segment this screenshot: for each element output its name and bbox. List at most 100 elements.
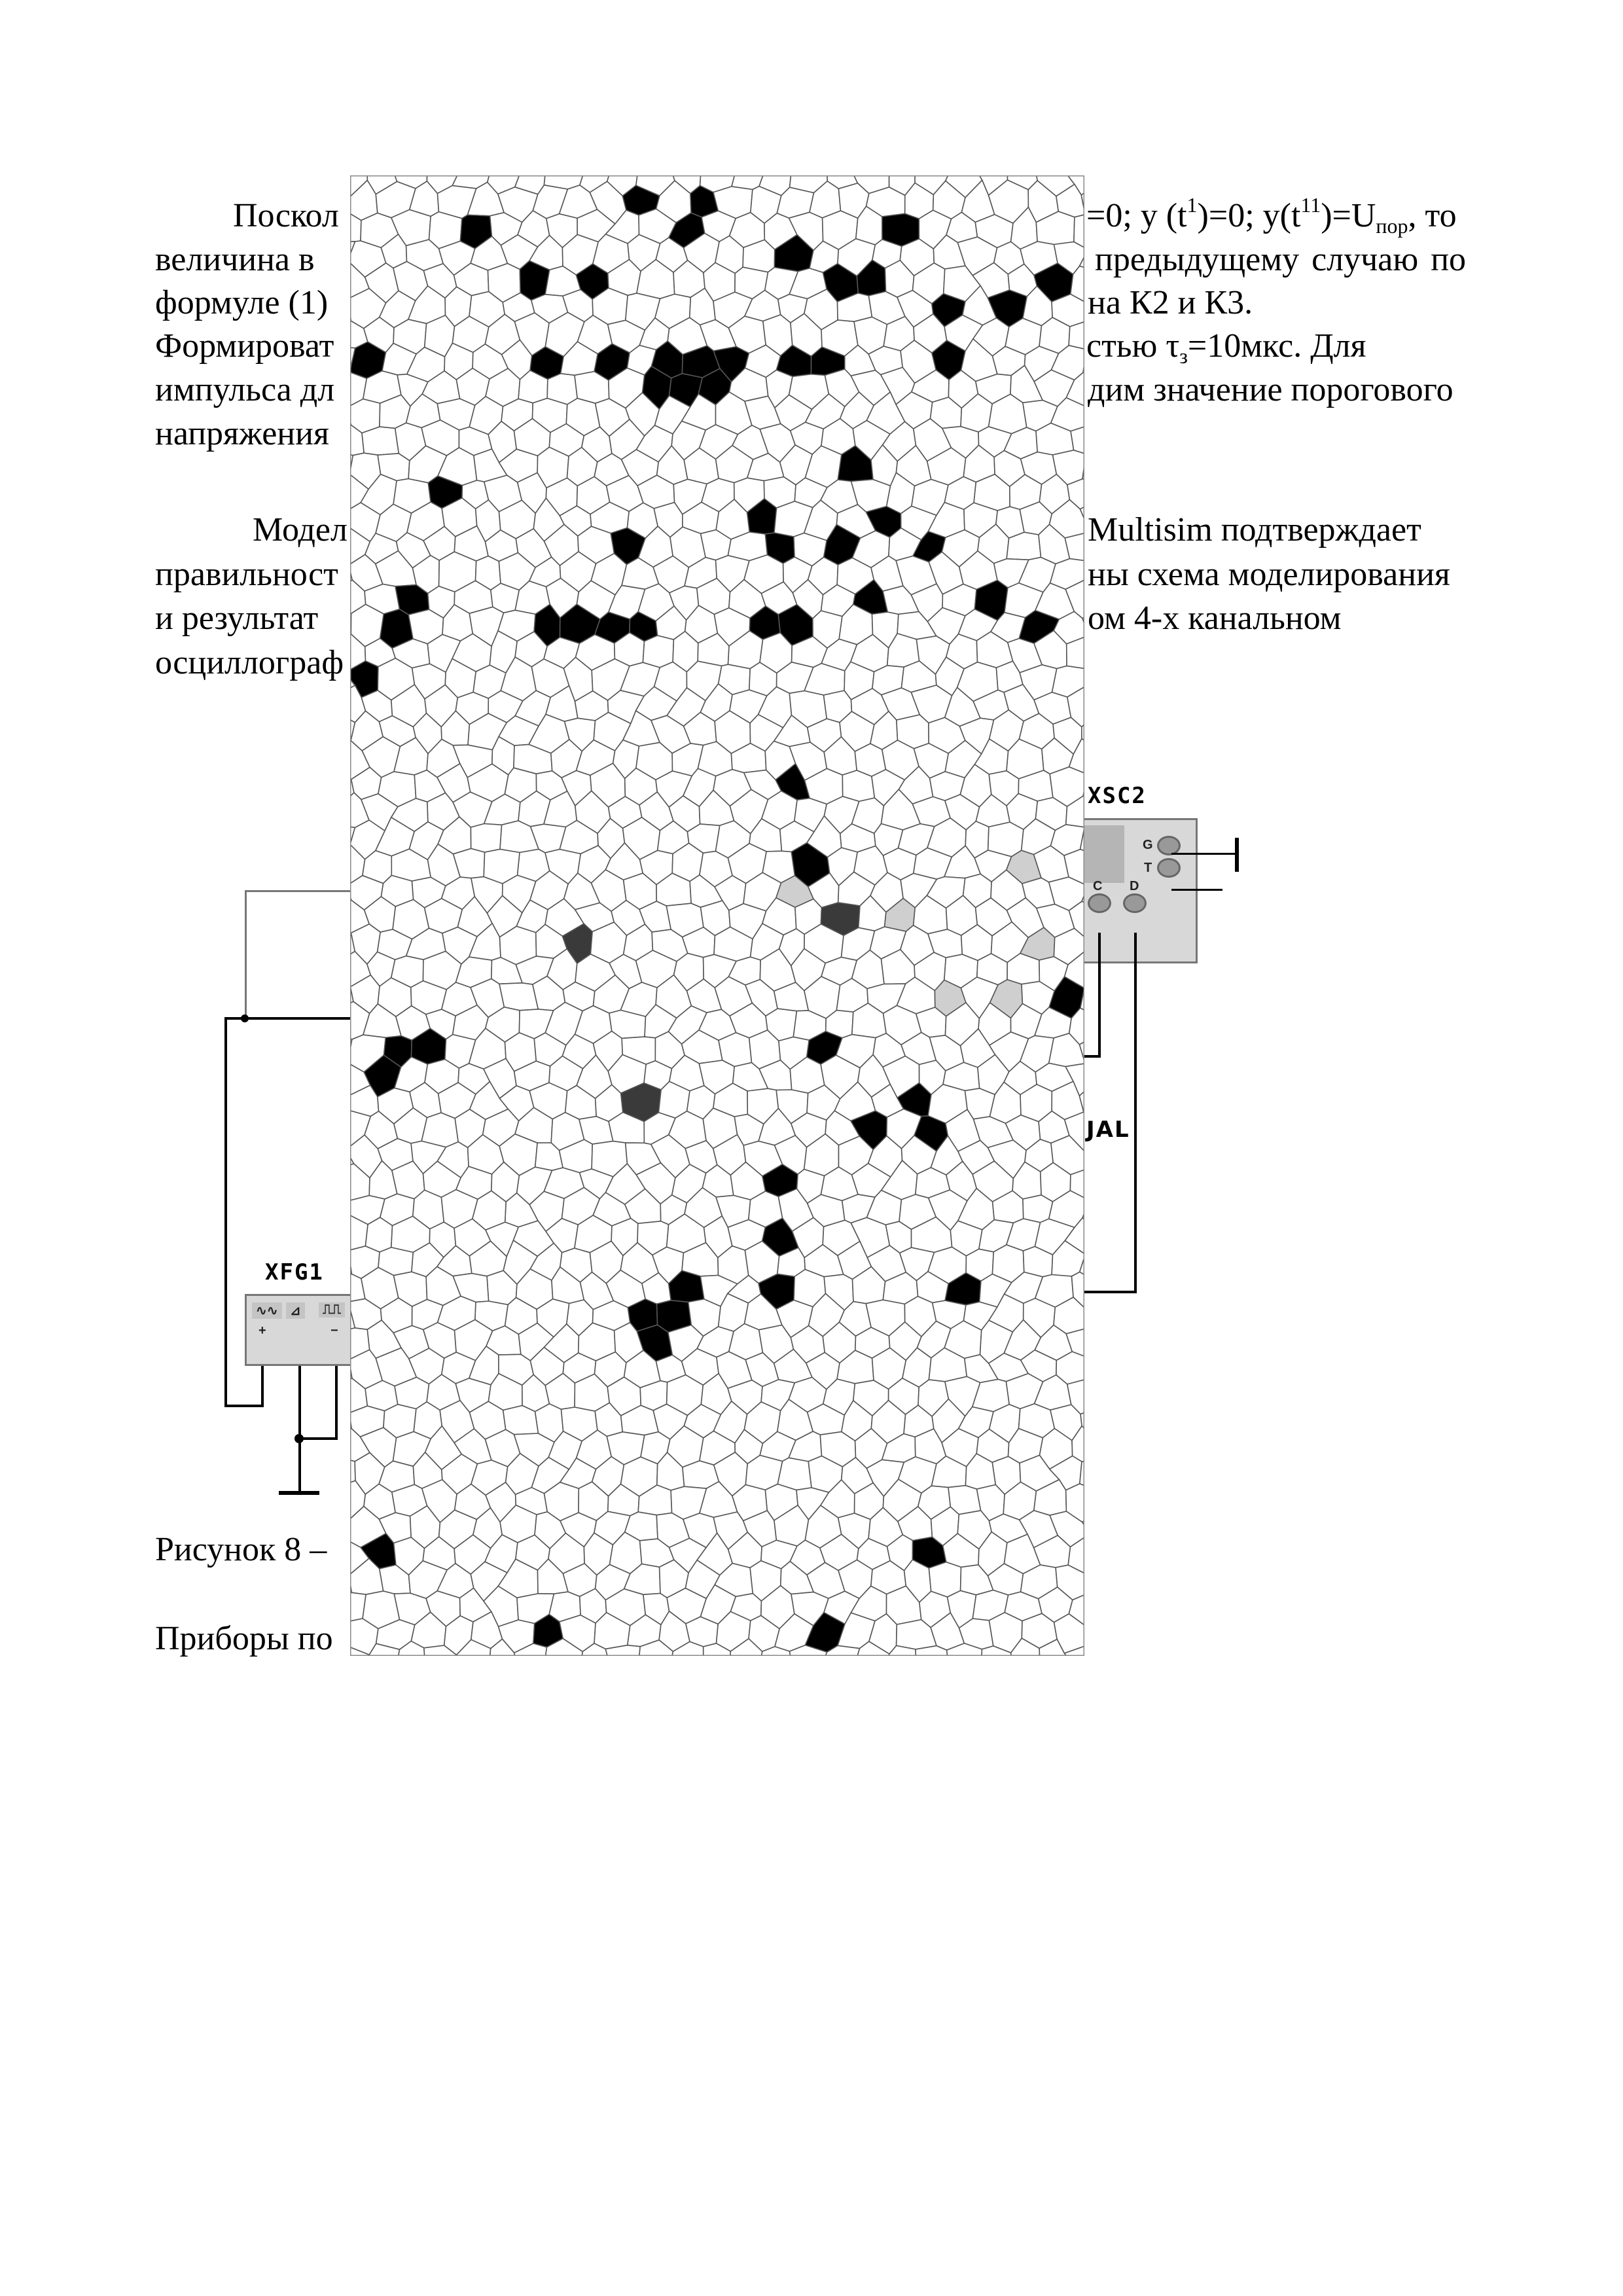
mosaic-cell	[789, 1644, 828, 1656]
mosaic-cell	[888, 1645, 917, 1656]
p1-line3-left: формуле (1)	[155, 284, 329, 321]
p2-line1-left: Модел	[253, 511, 348, 548]
subscript: з	[1179, 344, 1188, 368]
wire	[298, 1358, 301, 1492]
superscript: 1	[1186, 193, 1198, 217]
partial-label: JAL	[1086, 1117, 1130, 1143]
wire	[1098, 933, 1101, 1057]
mosaic-cell	[915, 1645, 948, 1656]
mosaic-cell	[1022, 1194, 1054, 1223]
wire	[1134, 933, 1137, 1293]
p2-line2-left: правильност	[155, 556, 338, 593]
mosaic-cell	[1010, 1638, 1041, 1656]
terminal-c-label: C	[1093, 879, 1103, 893]
mosaic-cell	[581, 1642, 608, 1656]
text: )=0; y(t	[1197, 197, 1301, 234]
subscript: пор	[1376, 214, 1408, 238]
terminal-d[interactable]	[1123, 893, 1147, 913]
ground-icon	[1235, 838, 1239, 872]
mosaic-cell	[423, 1645, 457, 1656]
mosaic-cell	[1063, 1645, 1084, 1656]
p2-line1-right: Multisim подтверждает	[1088, 511, 1421, 548]
mosaic-cell	[639, 1639, 674, 1656]
mosaic-cell	[671, 1641, 704, 1656]
mosaic-cell	[730, 1638, 763, 1656]
mosaic-cell	[470, 823, 503, 853]
p2-line2-right: ны схема моделирования	[1088, 556, 1450, 593]
p1-line2-right: предыдущему случаю по	[1095, 241, 1467, 278]
p1-line1-left: Поскол	[233, 197, 339, 234]
wire	[224, 1017, 350, 1020]
minus-label: −	[330, 1323, 338, 1338]
p1-line2-left: величина в	[155, 241, 315, 278]
mosaic-cell	[857, 1640, 890, 1656]
oscilloscope-body[interactable]: G T C D	[1077, 818, 1198, 963]
p1-line6-left: напряжения	[155, 415, 329, 452]
wire	[224, 1405, 264, 1407]
terminal-g-label: G	[1143, 838, 1153, 852]
text: =0; y (t	[1086, 197, 1187, 234]
mosaic-cell	[702, 1642, 732, 1656]
wire	[245, 890, 247, 1018]
p2-line3-left: и результат	[155, 600, 319, 637]
mosaic-overlay	[350, 175, 1084, 1656]
mosaic-cell	[397, 1640, 425, 1656]
wire	[224, 1017, 227, 1407]
junction-dot	[241, 1014, 249, 1022]
mosaic-cell	[1079, 506, 1084, 521]
superscript: 11	[1300, 193, 1321, 217]
mosaic-cell	[605, 1644, 641, 1656]
terminal-c[interactable]	[1088, 893, 1111, 913]
generator-body[interactable]: ∿∿ ⊿ ⎍⎍ + −	[245, 1294, 356, 1366]
mosaic-cell	[981, 1645, 1012, 1656]
figure-caption: Рисунок 8 –	[155, 1531, 327, 1568]
p1-line4-left: Формироват	[155, 327, 334, 365]
p1-line3-right: на К2 и К3.	[1088, 284, 1253, 321]
wire	[245, 890, 350, 892]
wire	[261, 1358, 264, 1407]
mosaic-cell	[825, 1645, 861, 1656]
text: )=U	[1321, 197, 1376, 234]
mosaic-cell	[946, 1642, 983, 1656]
sine-wave-icon[interactable]: ∿∿	[252, 1302, 282, 1319]
junction-dot	[294, 1434, 304, 1443]
p2-line3-right: ом 4-х канальном	[1088, 600, 1342, 637]
mosaic-cell	[489, 1638, 516, 1656]
p1-line4-right: стью τз=10мкс. Для	[1086, 327, 1366, 368]
generator-label: XFG1	[265, 1259, 324, 1285]
p1-line5-right: дим значение порогового	[1088, 371, 1454, 408]
scope-screen-icon	[1084, 825, 1124, 883]
terminal-g[interactable]	[1157, 836, 1181, 855]
text: , то	[1408, 197, 1457, 234]
mosaic-cell	[350, 1646, 370, 1656]
mosaic-cell	[1039, 1638, 1067, 1656]
terminal-t[interactable]	[1157, 858, 1181, 878]
wire	[1171, 889, 1222, 891]
text: стью τ	[1086, 327, 1180, 365]
p2-line4-left: осциллограф	[155, 644, 344, 681]
mosaic-cell	[1079, 1041, 1084, 1063]
mosaic-cell	[760, 1645, 791, 1656]
mosaic-cell	[368, 1643, 401, 1656]
after-caption-text: Приборы по	[155, 1620, 333, 1657]
wire	[1084, 1055, 1101, 1058]
terminal-d-label: D	[1130, 879, 1139, 893]
wire	[335, 1358, 338, 1440]
p1-line1-right: =0; y (t1)=0; y(t11)=Uпор, то	[1086, 193, 1457, 238]
plus-label: +	[259, 1323, 266, 1338]
wire	[1084, 1291, 1137, 1293]
wire	[1171, 853, 1237, 855]
mosaic-border	[350, 175, 1084, 1656]
ground-icon	[279, 1491, 319, 1495]
terminal-t-label: T	[1144, 861, 1152, 875]
triangle-wave-icon[interactable]: ⊿	[286, 1302, 305, 1319]
mosaic-cell	[642, 635, 675, 668]
oscilloscope-label: XSC2	[1088, 783, 1147, 809]
mosaic-cell	[513, 1643, 548, 1656]
mosaic-cell	[455, 1639, 491, 1656]
mosaic-cell	[499, 982, 539, 1011]
square-wave-icon[interactable]: ⎍⎍	[319, 1302, 345, 1318]
mosaic-cell	[361, 426, 400, 456]
p1-line5-left: импульса дл	[155, 371, 335, 408]
mosaic-cell	[544, 1638, 584, 1656]
